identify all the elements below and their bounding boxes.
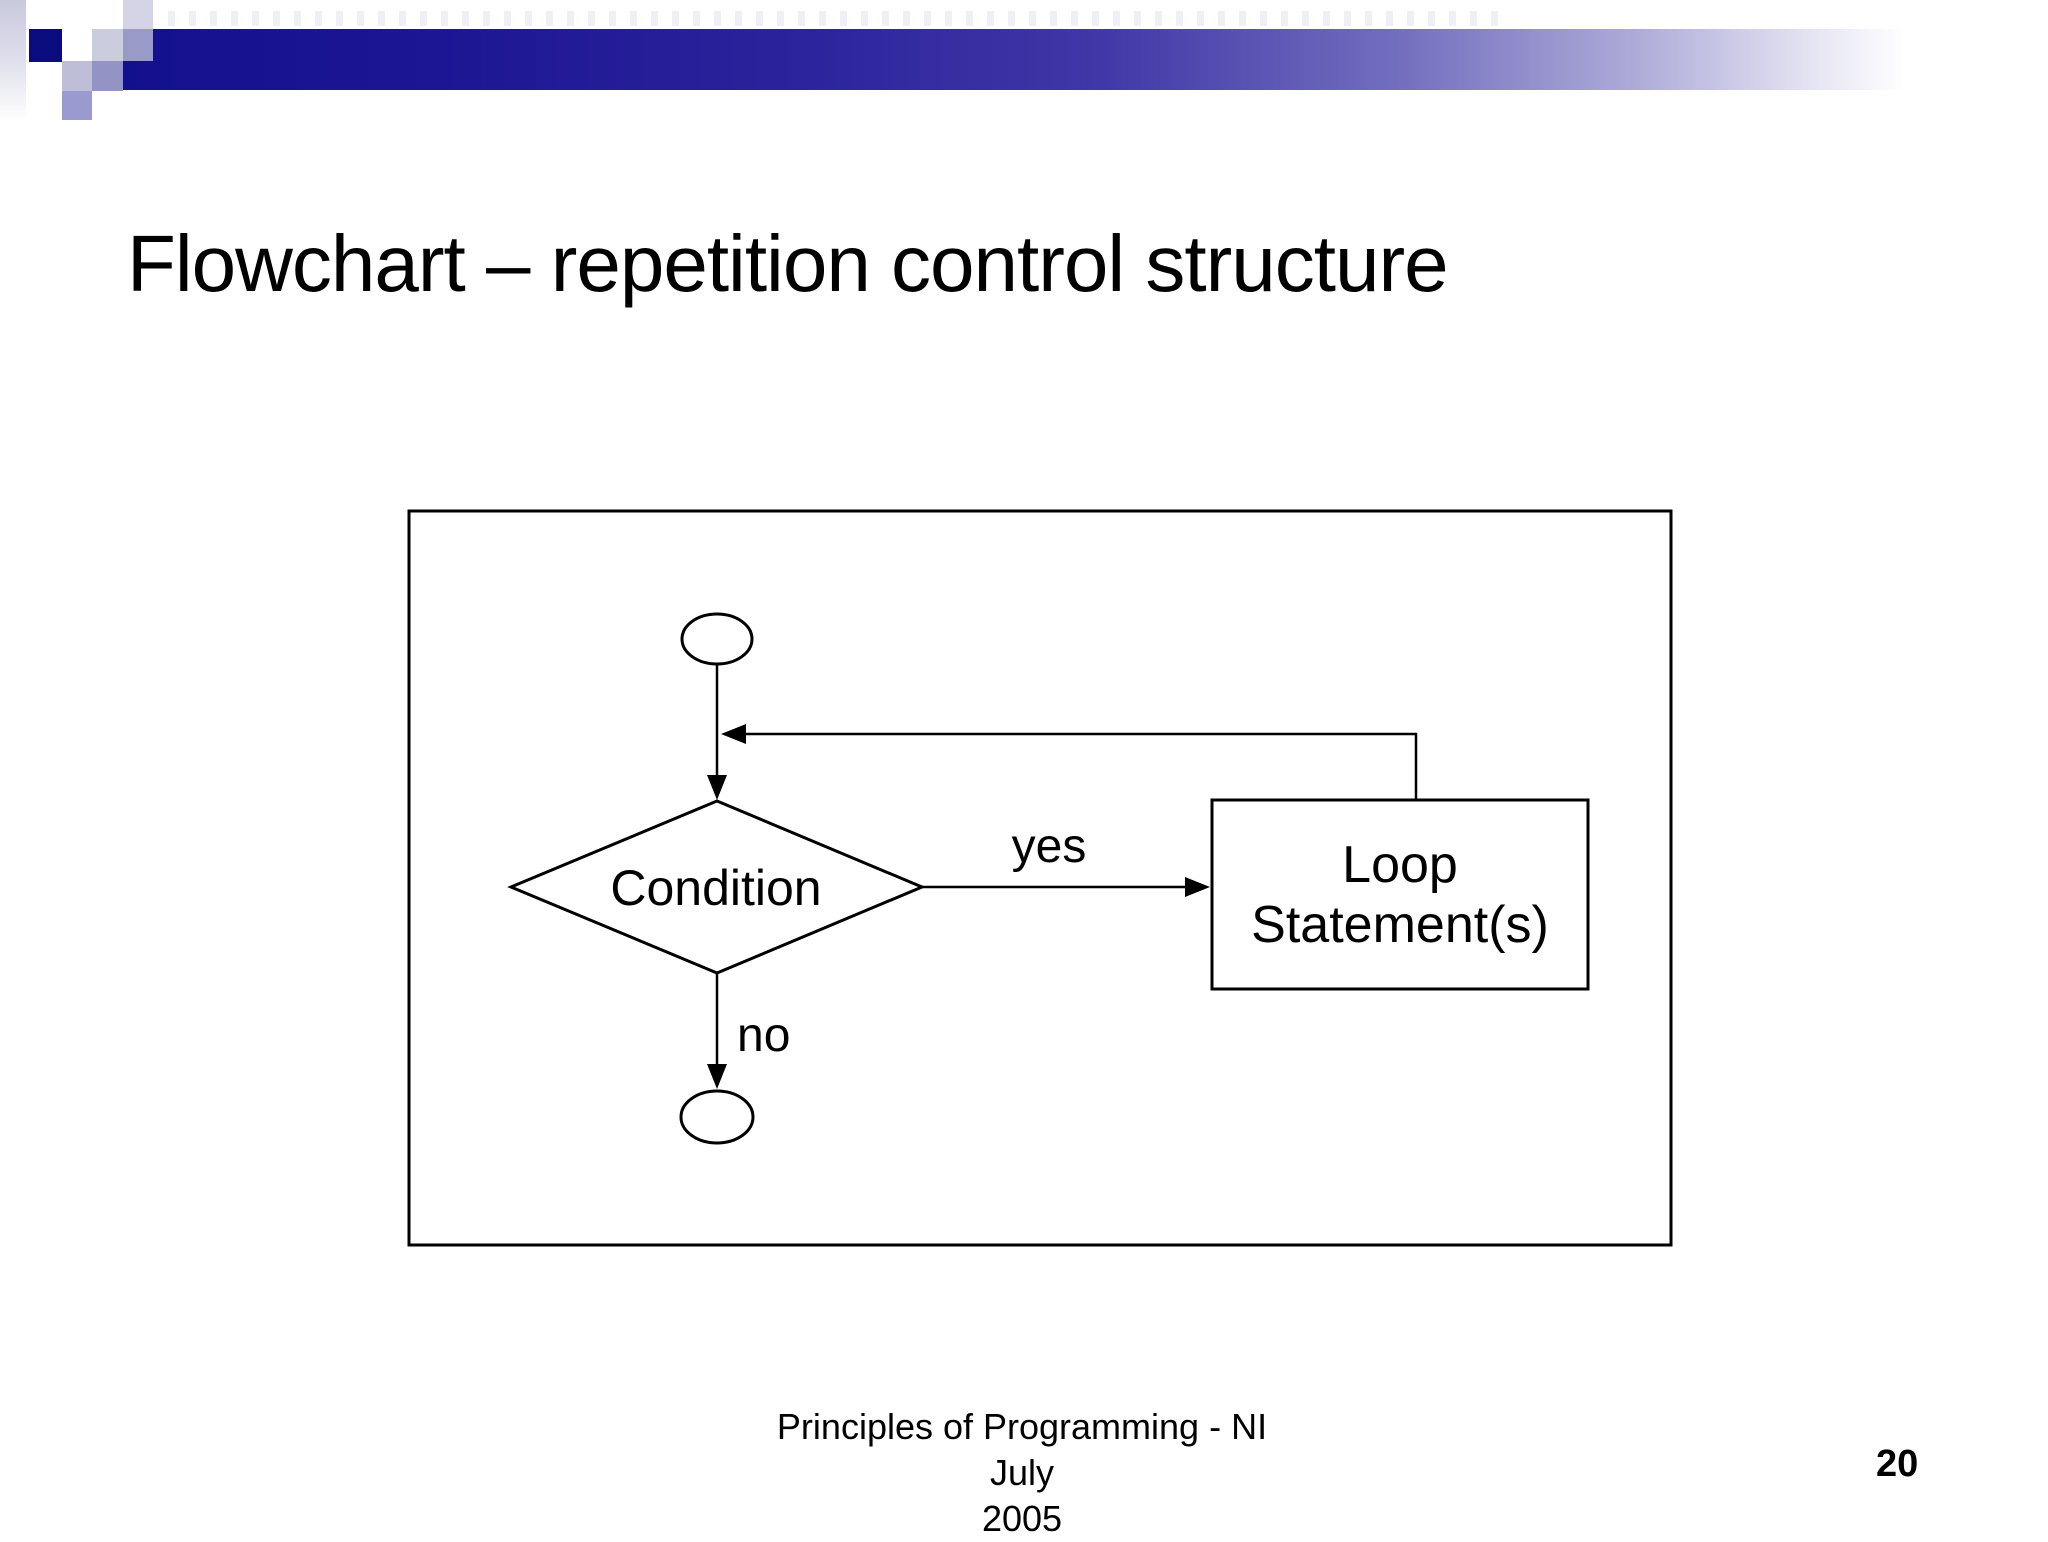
start-terminator-oval — [680, 612, 754, 666]
banner-square-medium-3 — [62, 91, 92, 120]
condition-label: Condition — [610, 860, 822, 916]
banner-square-light-2 — [62, 61, 92, 91]
flowchart-frame — [407, 509, 1673, 1247]
loop-back-line — [746, 732, 1418, 800]
banner-pattern-strip — [168, 11, 1512, 26]
banner-square-dark — [29, 29, 62, 62]
banner-square-light-top — [123, 0, 153, 29]
loop-statements-box — [1210, 798, 1590, 991]
slide-footer: Principles of Programming - NI July 2005 — [742, 1404, 1302, 1542]
loop-label-line2: Statement(s) — [1251, 895, 1549, 954]
end-terminator-oval — [679, 1089, 755, 1145]
banner-square-medium-2 — [92, 61, 123, 91]
arrowhead-into-loop-box — [1185, 877, 1210, 897]
page-number: 20 — [1876, 1443, 1919, 1485]
slide-title: Flowchart – repetition control structure — [127, 219, 1449, 308]
yes-label: yes — [1011, 820, 1087, 873]
arrowhead-into-condition — [707, 775, 727, 800]
arrowhead-loop-back — [721, 724, 746, 744]
loop-statements-label: Loop Statement(s) — [1212, 800, 1588, 989]
arrowhead-into-end — [707, 1064, 727, 1089]
banner-square-light-1 — [92, 29, 123, 61]
footer-line2: 2005 — [981, 1498, 1063, 1539]
banner-left-gradient-strip — [0, 0, 26, 122]
footer-line1: Principles of Programming - NI July — [776, 1406, 1268, 1493]
no-label: no — [737, 1009, 791, 1062]
loop-label-line1: Loop — [1342, 835, 1458, 894]
banner-gradient-bar — [123, 29, 1905, 90]
banner-square-medium-1 — [123, 29, 153, 61]
